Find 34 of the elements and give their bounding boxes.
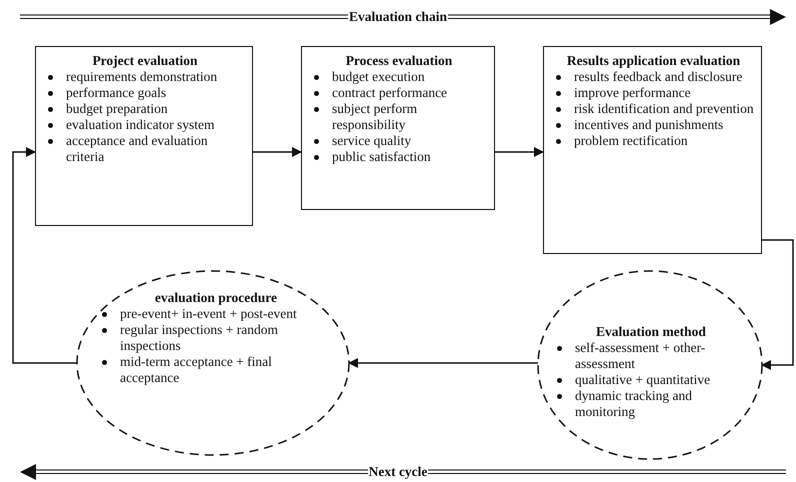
process-box <box>301 46 495 210</box>
bullet-item: incentives and punishments <box>552 117 755 133</box>
bullet-item: qualitative + quantitative <box>553 372 749 388</box>
bullet-item: pre-event+ in-event + post-event <box>98 306 334 322</box>
bullet-item: acceptance and evaluation criteria <box>44 133 246 165</box>
arrow <box>348 358 538 368</box>
arrow <box>253 147 302 157</box>
bullet-item: improve performance <box>552 85 755 101</box>
dashed-ellipse <box>537 270 763 460</box>
process-box <box>35 46 253 226</box>
dashed-ellipse <box>76 270 350 456</box>
node-heading: Process evaluation <box>344 53 454 69</box>
bullet-item: evaluation indicator system <box>44 117 246 133</box>
node-heading: Project evaluation <box>91 53 199 69</box>
flow-label: Next cycle <box>368 464 428 480</box>
node-heading: evaluation procedure <box>154 290 278 306</box>
bullet-item: contract performance <box>310 85 488 101</box>
arrow <box>761 239 794 370</box>
node-heading: Evaluation method <box>595 324 707 340</box>
bullet-item: dynamic tracking and monitoring <box>553 388 749 420</box>
bullet-item: requirements demonstration <box>44 69 246 85</box>
bullet-item: problem rectification <box>552 133 755 149</box>
arrow <box>12 147 77 364</box>
bullet-item: public satisfaction <box>310 149 488 165</box>
bullet-item: service quality <box>310 133 488 149</box>
bullet-item: mid-term acceptance + final acceptance <box>98 354 334 386</box>
node-heading: Results application evaluation <box>566 53 742 69</box>
bullet-item: risk identification and prevention <box>552 101 755 117</box>
bullet-item: budget preparation <box>44 101 246 117</box>
bullet-item: budget execution <box>310 69 488 85</box>
bullet-item: results feedback and disclosure <box>552 69 755 85</box>
arrow <box>495 147 544 157</box>
process-box <box>543 46 762 254</box>
bullet-item: performance goals <box>44 85 246 101</box>
